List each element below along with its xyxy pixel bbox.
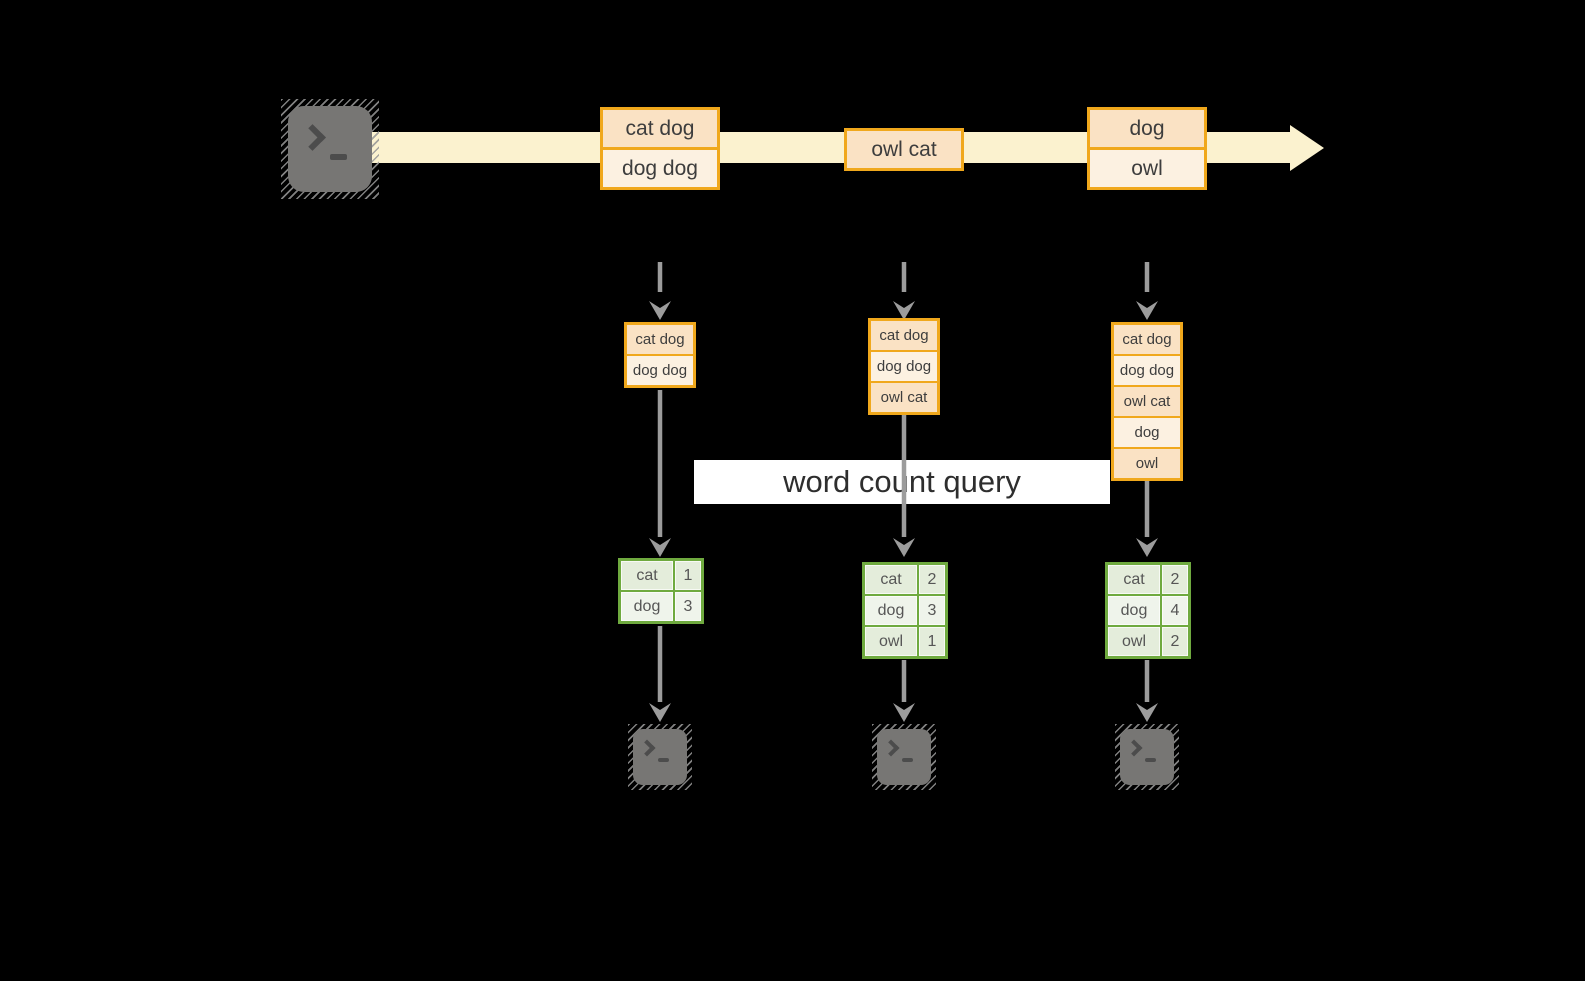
- arrow-down-icon: [1136, 301, 1158, 320]
- terminal-body: [288, 106, 372, 192]
- table-cell-word: dog: [621, 592, 673, 621]
- arrow-down-icon: [893, 703, 915, 722]
- arrow-down-icon: [1136, 703, 1158, 722]
- stream-line: owl: [1090, 147, 1204, 187]
- table-cell-word: dog: [865, 596, 917, 625]
- arrow-down-icon: [649, 301, 671, 320]
- buffer-line: dog dog: [1114, 354, 1180, 385]
- buffer-line: cat dog: [1114, 325, 1180, 354]
- table-cell-count: 2: [1162, 565, 1188, 594]
- stream-batch-1: cat dog dog dog: [600, 107, 720, 190]
- arrow-down-icon: [893, 538, 915, 557]
- wordcount-table-2: cat 2 dog 3 owl 1: [862, 562, 948, 659]
- sink-terminal-icon: [1115, 724, 1179, 790]
- stream-batch-3: dog owl: [1087, 107, 1207, 190]
- prompt-underscore-icon: [658, 758, 669, 762]
- buffer-line: owl cat: [871, 381, 937, 412]
- wordcount-table-1: cat 1 dog 3: [618, 558, 704, 624]
- prompt-chevron-icon: [299, 124, 326, 151]
- stream-line: dog: [1090, 110, 1204, 147]
- wordcount-table-3: cat 2 dog 4 owl 2: [1105, 562, 1191, 659]
- buffer-line: dog: [1114, 416, 1180, 447]
- buffer-line: owl cat: [1114, 385, 1180, 416]
- prompt-underscore-icon: [1145, 758, 1156, 762]
- query-label: word count query: [783, 464, 1021, 499]
- table-cell-count: 4: [1162, 596, 1188, 625]
- buffer-line: dog dog: [627, 354, 693, 385]
- arrow-down-icon: [1136, 538, 1158, 557]
- terminal-body: [1120, 729, 1174, 785]
- query-label-band: word count query: [694, 460, 1110, 504]
- table-cell-count: 3: [675, 592, 701, 621]
- prompt-underscore-icon: [902, 758, 913, 762]
- prompt-chevron-icon: [1125, 739, 1143, 757]
- table-cell-count: 3: [919, 596, 945, 625]
- stream-line: owl cat: [847, 131, 961, 168]
- prompt-chevron-icon: [638, 739, 656, 757]
- terminal-body: [633, 729, 687, 785]
- source-terminal-icon: [281, 99, 379, 199]
- stream-batch-2: owl cat: [844, 128, 964, 171]
- prompt-chevron-icon: [882, 739, 900, 757]
- micro-batch-2: cat dog dog dog owl cat: [868, 318, 940, 415]
- table-cell-count: 2: [1162, 627, 1188, 656]
- table-cell-count: 2: [919, 565, 945, 594]
- sink-terminal-icon: [872, 724, 936, 790]
- table-cell-word: dog: [1108, 596, 1160, 625]
- table-cell-word: cat: [1108, 565, 1160, 594]
- table-cell-word: owl: [1108, 627, 1160, 656]
- buffer-line: dog dog: [871, 350, 937, 381]
- sink-terminal-icon: [628, 724, 692, 790]
- buffer-line: cat dog: [627, 325, 693, 354]
- table-cell-word: owl: [865, 627, 917, 656]
- table-cell-word: cat: [865, 565, 917, 594]
- stream-arrow-right-icon: [1290, 125, 1324, 171]
- table-cell-word: cat: [621, 561, 673, 590]
- table-cell-count: 1: [675, 561, 701, 590]
- buffer-line: owl: [1114, 447, 1180, 478]
- micro-batch-3: cat dog dog dog owl cat dog owl: [1111, 322, 1183, 481]
- arrow-down-icon: [649, 538, 671, 557]
- stream-line: cat dog: [603, 110, 717, 147]
- prompt-underscore-icon: [330, 154, 347, 160]
- stream-line: dog dog: [603, 147, 717, 187]
- buffer-line: cat dog: [871, 321, 937, 350]
- table-cell-count: 1: [919, 627, 945, 656]
- arrow-down-icon: [649, 703, 671, 722]
- terminal-body: [877, 729, 931, 785]
- micro-batch-1: cat dog dog dog: [624, 322, 696, 388]
